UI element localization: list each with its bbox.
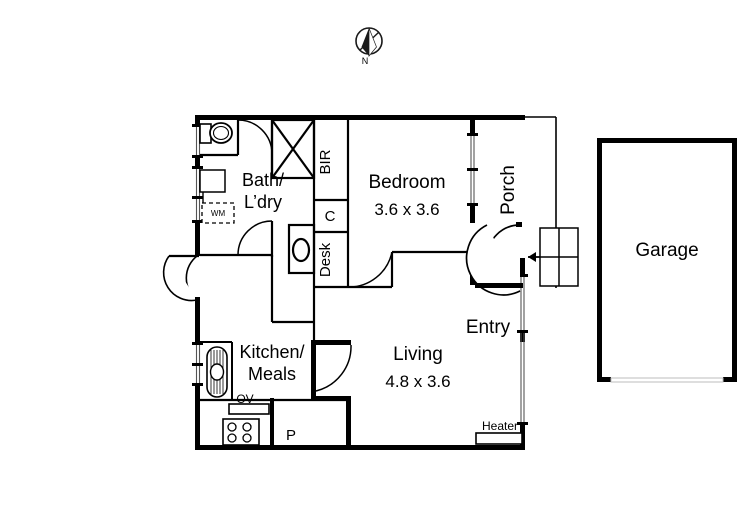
living-window-east (517, 274, 528, 425)
room-dim-living: 4.8 x 3.6 (385, 372, 450, 391)
annotation-c: C (325, 208, 336, 225)
kitchen-bench (200, 341, 233, 400)
washing-machine-fixture (201, 202, 235, 224)
annotation-wm: WM (211, 209, 226, 218)
garage-walls (597, 138, 737, 382)
front-entry-door (465, 222, 522, 296)
bedroom-window-east (467, 133, 478, 206)
bath-door (237, 119, 273, 155)
room-label-garage: Garage (635, 240, 698, 261)
north-arrow-icon: N (355, 27, 383, 66)
room-label-bath-line1: Bath/ (242, 170, 284, 190)
kitchen-window-west (192, 342, 203, 386)
annotation-ov: OV (236, 392, 253, 406)
kitchen-door (315, 344, 352, 392)
heater-fixture (475, 432, 523, 445)
laundry-door (237, 220, 273, 256)
cooktop-fixture (222, 418, 260, 446)
toilet-fixture (199, 122, 233, 144)
annotation-desk: Desk (317, 242, 334, 277)
entry-gate-panel (528, 227, 579, 287)
room-label-bath-line2: L’dry (244, 192, 282, 212)
kitchen-living-partition (311, 340, 351, 445)
west-external-door (162, 254, 200, 303)
room-label-kitchen-line2: Meals (248, 364, 296, 384)
room-label-living: Living (393, 344, 443, 365)
pantry-divider (270, 398, 274, 445)
annotation-bir: BIR (317, 149, 334, 174)
room-label-entry: Entry (466, 317, 511, 338)
bedroom-door (347, 251, 393, 288)
annotation-heater: Heater (482, 419, 518, 433)
garage-door-opening (610, 377, 724, 383)
annotation-p: P (286, 427, 296, 444)
room-label-kitchen-line1: Kitchen/ (239, 342, 304, 362)
oven-bench (228, 403, 270, 415)
room-label-porch: Porch (498, 165, 519, 215)
room-label-bedroom: Bedroom (368, 172, 445, 193)
north-label: N (362, 56, 369, 66)
room-dim-bedroom: 3.6 x 3.6 (374, 200, 439, 219)
entry-walls (475, 283, 523, 288)
kitchen-sink-fixture (206, 346, 228, 398)
